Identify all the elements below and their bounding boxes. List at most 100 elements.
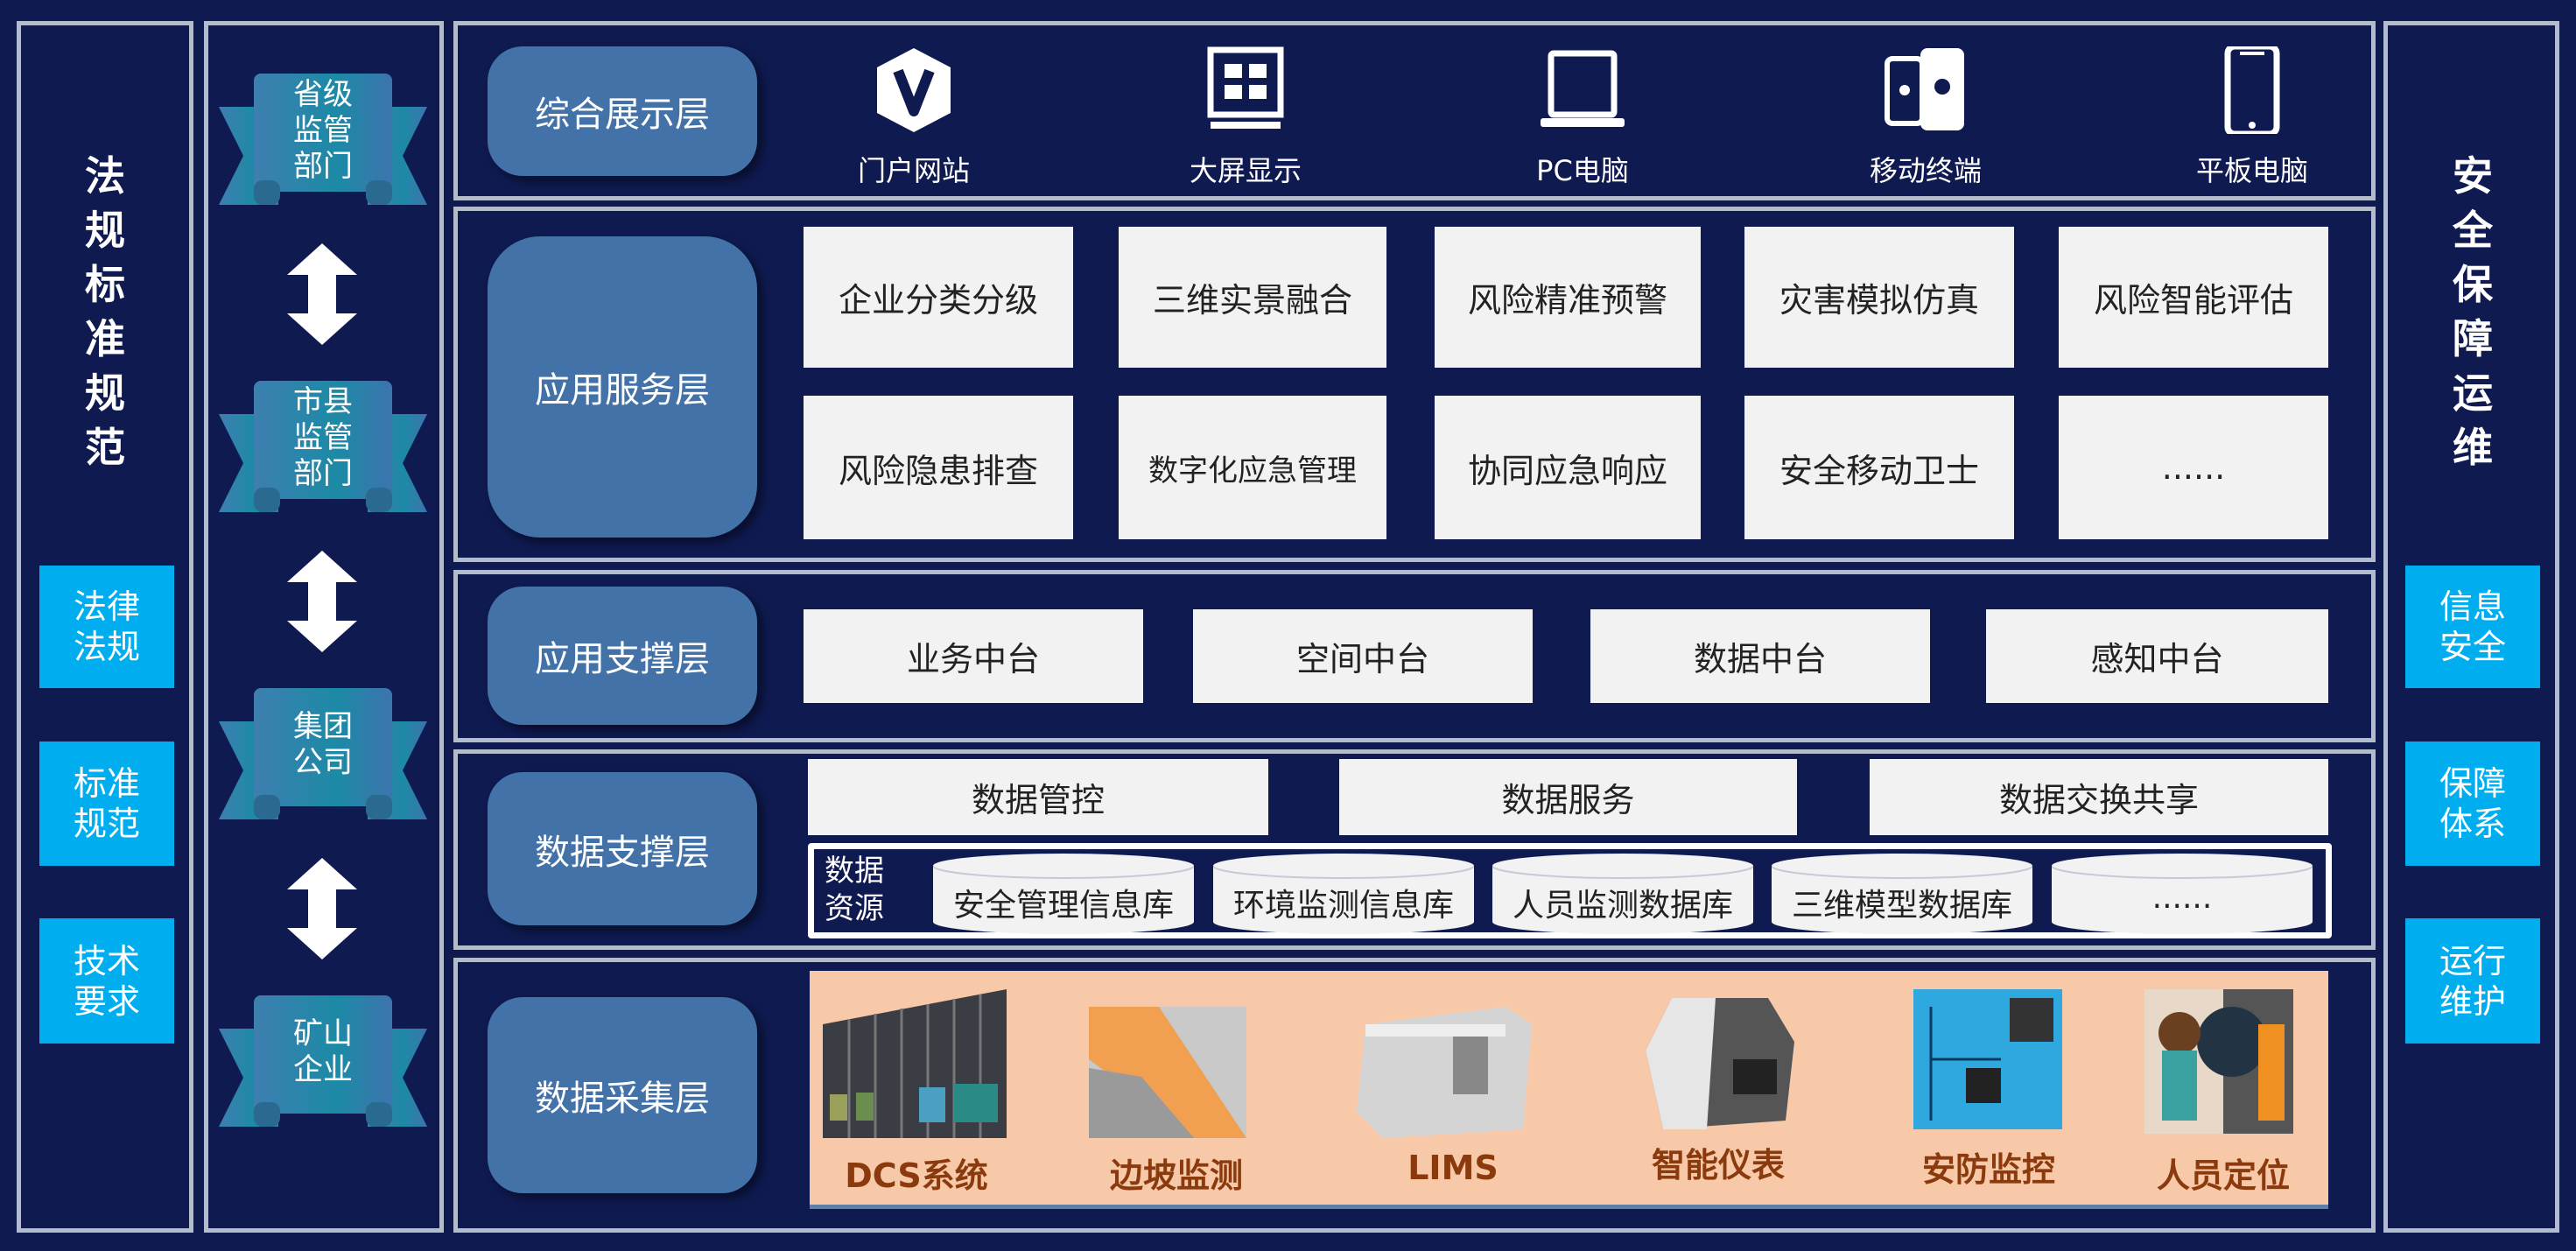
large-screen-icon[interactable] — [1202, 46, 1289, 134]
label-line: 资源 — [825, 891, 884, 926]
personnel-positioning-image — [2144, 989, 2293, 1134]
ribbon-provincial: 省级监管部门 — [219, 74, 427, 206]
ribbon-line: 监管 — [293, 112, 353, 148]
database-cylinder-more[interactable]: ...... — [2052, 854, 2313, 934]
app-service-item[interactable]: 数字化应急管理 — [1119, 396, 1386, 539]
item-line: 安全 — [2439, 628, 2506, 666]
collection-item-lims[interactable]: LIMS — [1407, 1149, 1499, 1187]
database-label: 环境监测信息库 — [1232, 888, 1454, 924]
app-service-item[interactable]: 灾害模拟仿真 — [1744, 227, 2014, 368]
mobile-phones-icon[interactable] — [1882, 46, 1969, 134]
layer-label-app-service: 应用服务层 — [488, 236, 757, 538]
lims-analyzer-image — [1357, 1007, 1532, 1138]
collection-item-positioning[interactable]: 人员定位 — [2156, 1156, 2290, 1195]
app-service-item[interactable]: 协同应急响应 — [1435, 396, 1701, 539]
right-item-info-security[interactable]: 信息安全 — [2405, 566, 2540, 688]
left-item-laws[interactable]: 法律法规 — [39, 566, 174, 688]
database-icon — [933, 854, 1194, 934]
smart-meter-image — [1646, 998, 1794, 1129]
database-label: ...... — [2151, 880, 2213, 916]
left-panel-title: 法规标准规范 — [85, 152, 125, 471]
ribbon-line: 部门 — [293, 148, 353, 184]
database-cylinder[interactable]: 环境监测信息库 — [1213, 854, 1474, 934]
double-arrow-icon — [287, 243, 357, 345]
app-support-item[interactable]: 业务中台 — [804, 609, 1143, 703]
item-line: 要求 — [73, 981, 140, 1021]
collection-item-smart-meter[interactable]: 智能仪表 — [1651, 1146, 1785, 1184]
database-label: 三维模型数据库 — [1791, 888, 2012, 924]
database-cylinder[interactable]: 三维模型数据库 — [1772, 854, 2032, 934]
item-line: 法规 — [73, 628, 140, 666]
layer-label-display: 综合展示层 — [488, 46, 757, 176]
display-item-pc[interactable]: PC电脑 — [1536, 154, 1629, 187]
database-icon — [1213, 854, 1474, 934]
display-item-portal[interactable]: 门户网站 — [857, 154, 970, 187]
ribbon-shape-icon — [219, 995, 427, 1127]
ribbon-line: 监管 — [293, 419, 353, 455]
ribbon-group-company: 集团公司 — [219, 688, 427, 820]
display-item-large-screen[interactable]: 大屏显示 — [1189, 154, 1302, 187]
item-line: 维护 — [2439, 981, 2506, 1021]
ribbon-city-county: 市县监管部门 — [219, 381, 427, 513]
dcs-cabinet-image — [823, 989, 1007, 1138]
ribbon-line: 矿山 — [293, 1016, 353, 1051]
database-icon — [1772, 854, 2032, 934]
ribbon-line: 部门 — [293, 455, 353, 491]
data-resources-label: 数据资源 — [818, 853, 891, 928]
app-service-item[interactable]: 三维实景融合 — [1119, 227, 1386, 368]
app-support-item[interactable]: 感知中台 — [1986, 609, 2328, 703]
database-label: 人员监测数据库 — [1512, 888, 1733, 924]
data-support-item[interactable]: 数据管控 — [808, 759, 1268, 835]
item-line: 保障 — [2439, 764, 2506, 803]
layer-label-data-support: 数据支撑层 — [488, 772, 757, 925]
data-support-item[interactable]: 数据交换共享 — [1870, 759, 2328, 835]
data-collection-panel — [810, 971, 2328, 1209]
ribbon-line: 市县 — [293, 383, 353, 419]
item-line: 运行 — [2439, 941, 2506, 980]
display-item-mobile[interactable]: 移动终端 — [1869, 154, 1982, 187]
database-label: 安全管理信息库 — [952, 888, 1174, 924]
app-service-item[interactable]: 风险精准预警 — [1435, 227, 1701, 368]
app-service-item[interactable]: 企业分类分级 — [804, 227, 1073, 368]
portal-v-icon[interactable] — [870, 46, 958, 134]
app-support-item[interactable]: 空间中台 — [1193, 609, 1533, 703]
ribbon-line: 省级 — [293, 76, 353, 112]
ribbon-line: 集团 — [293, 709, 353, 744]
tablet-icon[interactable] — [2208, 46, 2296, 134]
item-line: 规范 — [73, 805, 140, 843]
display-layer-row — [453, 21, 2376, 200]
collection-item-slope[interactable]: 边坡监测 — [1109, 1156, 1243, 1195]
app-service-item[interactable]: 安全移动卫士 — [1744, 396, 2014, 539]
label-line: 数据 — [825, 854, 884, 889]
database-cylinder[interactable]: 安全管理信息库 — [933, 854, 1194, 934]
security-monitoring-image — [1913, 989, 2062, 1129]
item-line: 技术 — [73, 941, 140, 980]
ribbon-line: 企业 — [293, 1052, 353, 1087]
ribbon-shape-icon — [219, 381, 427, 512]
item-line: 体系 — [2439, 805, 2506, 843]
right-item-operations[interactable]: 运行维护 — [2405, 918, 2540, 1044]
laptop-icon[interactable] — [1539, 46, 1626, 134]
slope-monitoring-image — [1089, 1007, 1246, 1138]
left-item-standards[interactable]: 标准规范 — [39, 741, 174, 866]
double-arrow-icon — [287, 858, 357, 959]
app-support-item[interactable]: 数据中台 — [1590, 609, 1930, 703]
app-service-item[interactable]: 风险智能评估 — [2059, 227, 2328, 368]
app-service-layer-row — [453, 207, 2376, 562]
database-cylinder[interactable]: 人员监测数据库 — [1492, 854, 1753, 934]
collection-item-dcs[interactable]: DCS系统 — [845, 1156, 988, 1195]
data-support-item[interactable]: 数据服务 — [1339, 759, 1797, 835]
double-arrow-icon — [287, 551, 357, 652]
collection-item-security[interactable]: 安防监控 — [1921, 1150, 2055, 1189]
item-line: 法律 — [73, 587, 140, 626]
ribbon-line: 公司 — [293, 745, 353, 780]
app-service-item[interactable]: 风险隐患排查 — [804, 396, 1073, 539]
display-item-tablet[interactable]: 平板电脑 — [2195, 154, 2308, 187]
ribbon-mine-enterprise: 矿山企业 — [219, 995, 427, 1128]
layer-label-app-support: 应用支撑层 — [488, 587, 757, 725]
left-item-tech-requirements[interactable]: 技术要求 — [39, 918, 174, 1044]
app-service-item-more[interactable]: ...... — [2059, 396, 2328, 539]
database-icon — [2052, 854, 2313, 934]
right-item-guarantee-system[interactable]: 保障体系 — [2405, 741, 2540, 866]
ribbon-shape-icon — [219, 688, 427, 819]
